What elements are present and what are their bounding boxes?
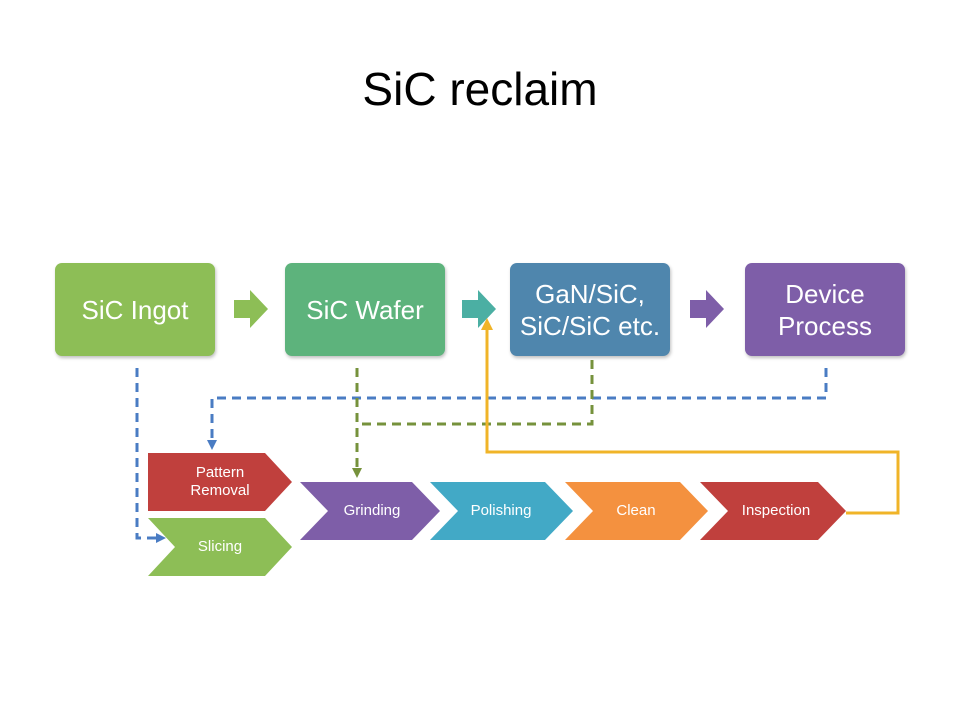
pattern-removal-line1: Pattern [195,464,245,481]
sic-ingot-label: SiC Ingot [81,294,189,325]
arrow-gan-to-device [690,290,724,328]
dash-ingot-to-slicing [135,368,166,543]
page-title: SiC reclaim [362,63,598,115]
chevron-grinding [300,482,440,540]
chevron-polishing [430,482,573,540]
dash-gan-to-grinding [359,360,594,426]
inspection-label: Inspection [741,502,811,519]
slicing-label: Slicing [197,538,243,555]
clean-label: Clean [616,502,656,519]
pattern-removal-line2: Removal [190,482,250,499]
gan-sic-box: GaN/SiC, SiC/SiC etc. [510,263,670,356]
arrow-ingot-to-wafer [234,290,268,328]
polishing-label: Polishing [470,502,532,519]
dash-device-to-pattern-removal [207,368,828,450]
chevron-inspection [700,482,846,540]
chevron-clean [565,482,708,540]
sic-ingot-box: SiC Ingot [55,263,215,356]
chevron-pattern-removal [148,453,292,511]
gan-sic-label-line1: GaN/SiC, [535,278,645,309]
arrow-wafer-to-gan [462,290,496,328]
pattern-removal-label: Pattern Removal [155,461,285,503]
sic-wafer-label: SiC Wafer [306,294,424,325]
gan-sic-label-line2: SiC/SiC etc. [519,310,661,341]
device-process-box: Device Process [745,263,905,356]
device-process-label-line1: Device [785,278,865,309]
feedback-inspection-to-gan [481,318,900,515]
sic-wafer-box: SiC Wafer [285,263,445,356]
grinding-label: Grinding [343,502,401,519]
chevron-slicing [148,518,292,576]
device-process-label-line2: Process [778,310,872,341]
